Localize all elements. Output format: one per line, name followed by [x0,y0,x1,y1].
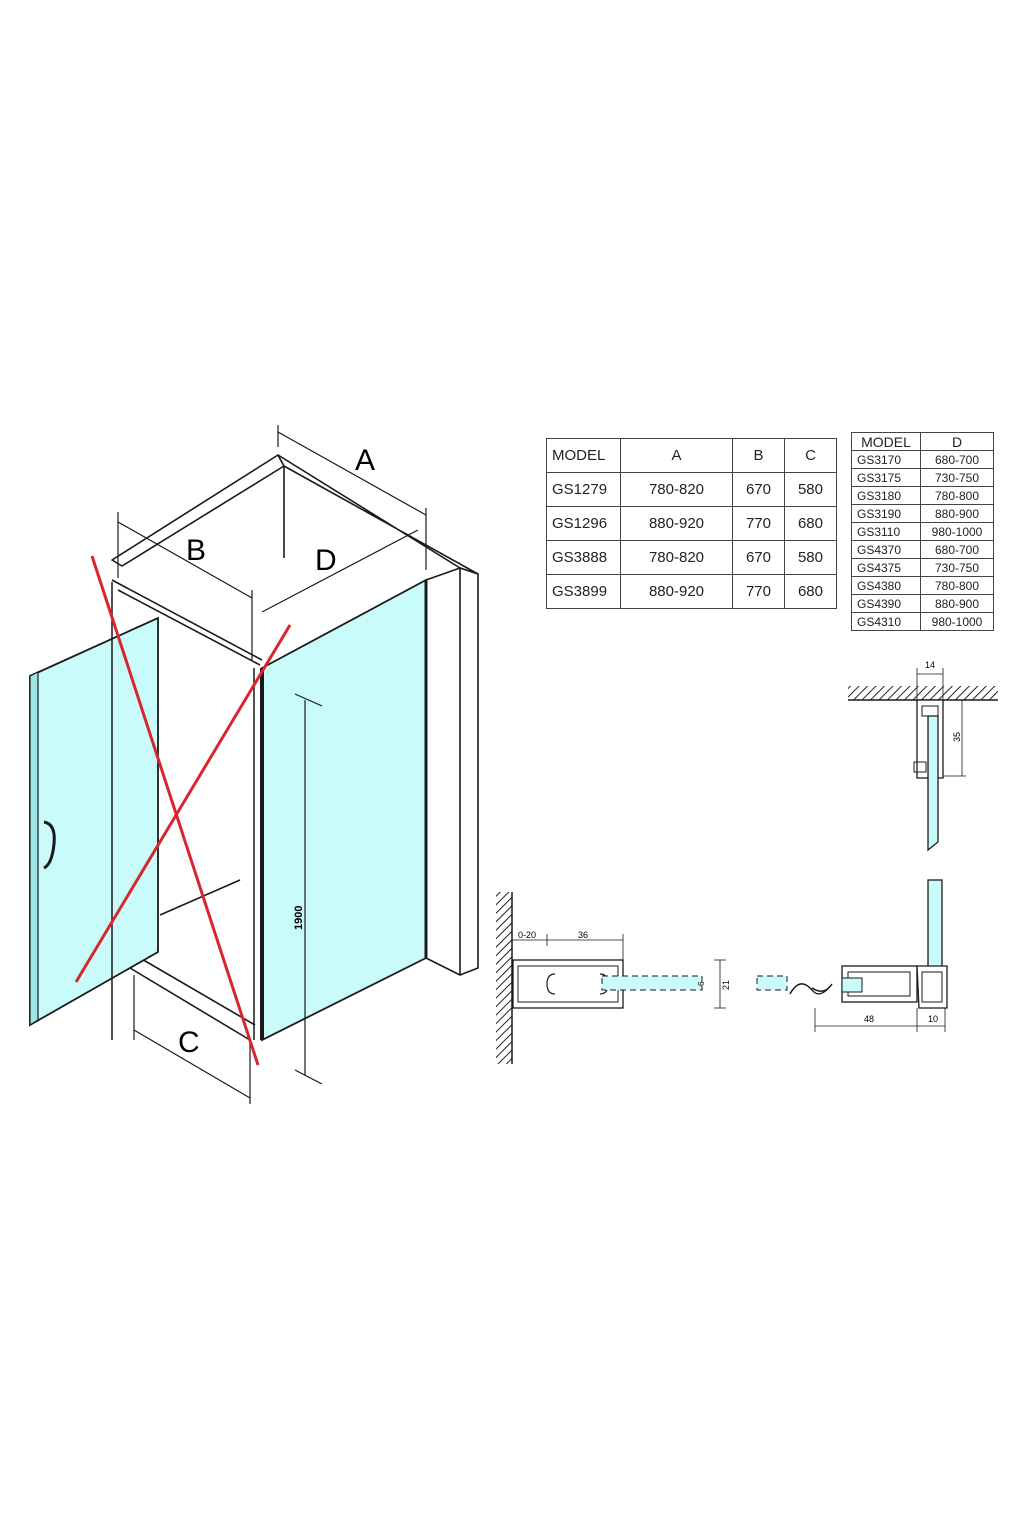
table-cell: 670 [731,472,785,507]
bottom-section-detail [496,879,948,1064]
table-cell: 730-750 [920,558,994,577]
dim-wall-profile: 36 [578,930,588,940]
table-cell: 880-920 [620,506,733,541]
table-cell: 680-700 [920,540,994,559]
table-cell: 880-900 [920,594,994,613]
table-cell: 580 [783,540,838,575]
dim-corner-end: 10 [928,1014,938,1024]
table-header-row: MODEL D [851,432,994,451]
table-cell: GS4375 [851,558,921,577]
table-cell: 580 [783,472,838,507]
table-cell: 770 [731,506,785,541]
enclosure-isometric [111,454,479,1041]
table-row: GS1279 780-820 670 580 [546,472,838,507]
table-cell: GS3190 [851,504,921,523]
table-header-cell: B [731,438,785,473]
table-cell: 670 [731,540,785,575]
right-wall-face [459,567,479,976]
dim-label-B: B [186,534,206,567]
table-header-cell: MODEL [851,432,921,451]
table-row: GS3899 880-920 770 680 [546,574,838,609]
table-cell: 880-920 [620,574,733,609]
dim-label-A: A [355,444,375,477]
table-header-row: MODEL A B C [546,438,838,473]
table-cell: 770 [731,574,785,609]
table-cell: GS3888 [546,540,621,575]
top-profile-detail [848,668,998,852]
dim-label-height: 1900 [293,906,305,930]
door-frame-edge [29,671,39,1027]
table-cell: GS3180 [851,486,921,505]
dim-corner-width: 48 [864,1014,874,1024]
door-panel [29,616,159,1027]
cross-out-line-2 [74,624,292,983]
table-header-cell: D [920,432,994,451]
table-cell: GS4370 [851,540,921,559]
dim-label-C: C [178,1026,200,1059]
side-glass-panel [261,578,427,1042]
right-wall-top [277,454,479,575]
table-cell: 780-820 [620,472,733,507]
table-cell: 780-800 [920,576,994,595]
table-cell: GS3175 [851,468,921,487]
table-cell: GS4380 [851,576,921,595]
cross-out-line-1 [90,555,260,1066]
dim-profile-height: 21 [721,980,731,990]
table-cell: 980-1000 [920,522,994,541]
table-cell: GS3899 [546,574,621,609]
spec-table-main: MODEL A B C GS1279 780-820 670 580 GS129… [546,438,838,609]
table-row: GS1296 880-920 770 680 [546,506,838,541]
door-handle-icon [43,820,56,870]
dimension-lines [117,425,427,1104]
dim-wall-gap: 0-20 [518,930,536,940]
table-cell: 680 [783,506,838,541]
table-cell: 880-900 [920,504,994,523]
table-cell: 680 [783,574,838,609]
table-header-cell: A [620,438,733,473]
table-header-cell: C [783,438,838,473]
dim-label-D: D [315,544,337,577]
table-cell: GS4310 [851,612,921,631]
table-header-cell: MODEL [546,438,621,473]
table-cell: 730-750 [920,468,994,487]
dim-top-width: 14 [925,660,935,670]
table-cell: GS1279 [546,472,621,507]
floor-line [159,879,241,916]
table-cell: 680-700 [920,450,994,469]
table-cell: 780-820 [620,540,733,575]
table-cell: GS3170 [851,450,921,469]
table-row: GS3888 780-820 670 580 [546,540,838,575]
table-cell: 980-1000 [920,612,994,631]
table-cell: GS4390 [851,594,921,613]
table-cell: GS1296 [546,506,621,541]
dim-top-height: 35 [952,732,962,742]
table-cell: GS3110 [851,522,921,541]
table-cell: 780-800 [920,486,994,505]
dim-glass: 6 [697,981,706,986]
